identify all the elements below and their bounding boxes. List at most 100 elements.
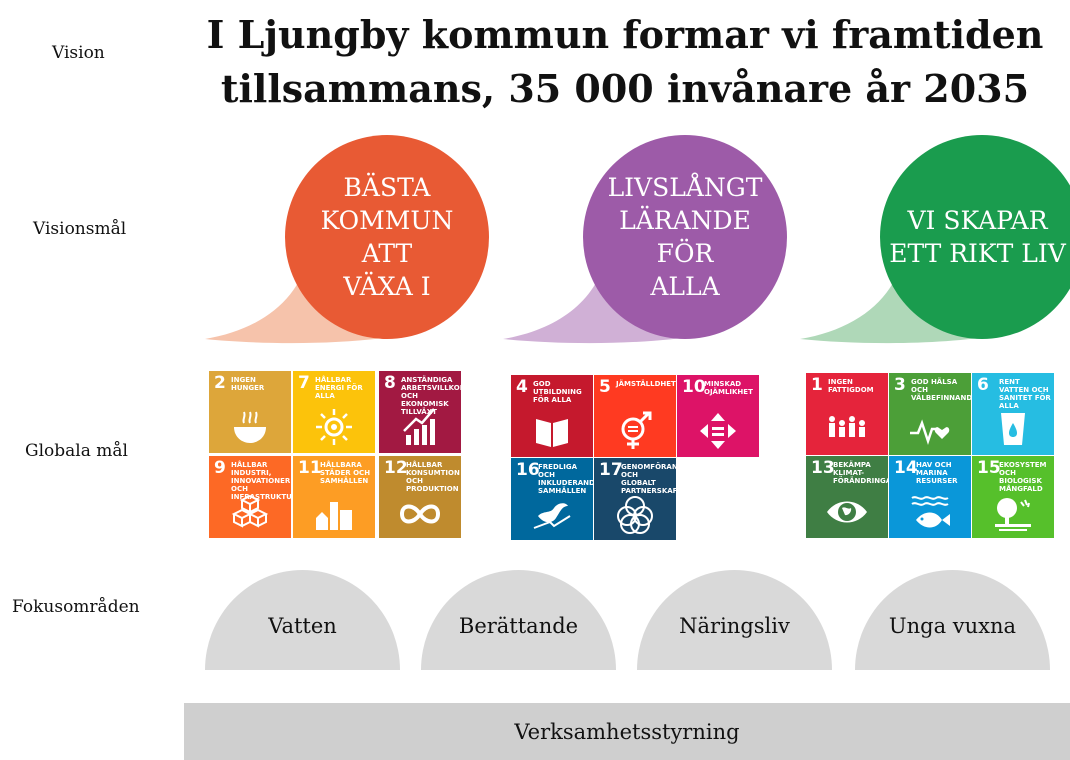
row-label-vision: Vision	[52, 43, 105, 63]
verksamhetsstyrning-bar: Verksamhetsstyrning	[184, 703, 1070, 760]
sdg-number: 15	[977, 458, 1001, 478]
focus-area-vatten: Vatten	[205, 570, 400, 670]
sdg-label: Hållbara städer och samhällen	[320, 461, 371, 485]
sdg-tile-14: 14 Hav och marina resurser	[889, 456, 971, 538]
book-icon	[536, 419, 568, 447]
focus-area-naringsliv: Näringsliv	[637, 570, 832, 670]
vision-goal-3: VI SKAPAR ETT RIKT LIV	[800, 135, 1070, 345]
reduced-inequality-icon	[700, 413, 736, 449]
dome-shape	[637, 570, 832, 670]
vision-goal-line: KOMMUN ATT	[320, 206, 454, 268]
row-label-globala-mal: Globala mål	[25, 441, 128, 461]
vision-title-line-1: I Ljungby kommun formar vi framtiden	[206, 12, 1044, 57]
gender-equality-icon	[621, 411, 652, 449]
focus-area-label: Näringsliv	[679, 614, 790, 638]
sdg-number: 5	[599, 377, 611, 397]
sdg-number: 12	[384, 458, 408, 478]
heartbeat-icon	[910, 419, 950, 445]
sdg-tile-2: 2 Ingen hunger	[209, 371, 291, 453]
sdg-label: Ingen hunger	[231, 376, 265, 392]
sdg-tile-11: 11 Hållbara städer och samhällen	[293, 456, 375, 538]
eye-earth-icon	[827, 501, 867, 523]
sdg-label: Hållbar industri, innovationer och infra…	[231, 461, 291, 501]
sdg-tile-5: 5 Jämställdhet	[594, 375, 676, 457]
sdg-number: 10	[682, 377, 706, 397]
speech-bubble-shape	[205, 135, 489, 344]
sdg-label: Jämställdhet	[616, 380, 676, 388]
family-icon	[829, 416, 865, 437]
sdg-tile-1: 1 Ingen fattigdom	[806, 373, 888, 455]
sdg-number: 17	[599, 460, 623, 480]
vision-title-line-2: tillsammans, 35 000 invånare år 2035	[220, 66, 1030, 111]
speech-bubble-shape	[503, 135, 787, 344]
vision-goal-line: ALLA	[650, 272, 720, 301]
sdg-number: 7	[298, 373, 310, 393]
sdg-label: Bekämpa klimat-förändringarna	[833, 461, 888, 485]
sdg-tile-13: 13 Bekämpa klimat-förändringarna	[806, 456, 888, 538]
sdg-label: Hav och marina resurser	[916, 461, 958, 485]
vision-goal-line: LIVSLÅNGT	[607, 173, 763, 202]
sdg-number: 3	[894, 375, 906, 395]
focus-area-berattande: Berättande	[421, 570, 616, 670]
sdg-label: Rent vatten och sanitet för alla	[999, 378, 1051, 410]
sdg-number: 11	[298, 458, 322, 478]
sdg-label: Ingen fattigdom	[828, 378, 874, 394]
sdg-label: Genomförande och globalt partnerskap	[621, 463, 676, 495]
vision-goal-line: ETT RIKT LIV	[889, 239, 1066, 268]
sdg-number: 1	[811, 375, 823, 395]
sdg-tile-15: 15 Ekosystem och biologisk mångfald	[972, 456, 1054, 538]
sdg-tile-6: 6 Rent vatten och sanitet för alla	[972, 373, 1054, 455]
city-icon	[316, 502, 352, 530]
sdg-label: God hälsa och välbefinnande	[911, 378, 971, 402]
cubes-icon	[231, 494, 269, 528]
sdg-number: 4	[516, 377, 528, 397]
bowl-icon	[234, 411, 266, 443]
sdg-number: 14	[894, 458, 918, 478]
sdg-tile-4: 4 God utbildning för alla	[511, 375, 593, 457]
sdg-tile-8: 8 Anständiga arbetsvillkor och ekonomisk…	[379, 371, 461, 453]
infinity-icon	[400, 504, 440, 524]
sun-icon	[316, 409, 352, 445]
focus-area-label: Vatten	[268, 614, 337, 638]
sdg-label: Fredliga och inkluderande samhällen	[538, 463, 593, 495]
vision-goal-line: BÄSTA	[343, 173, 431, 202]
sdg-label: Anständiga arbetsvillkor och ekonomisk t…	[401, 376, 461, 416]
focus-area-unga-vuxna: Unga vuxna	[855, 570, 1050, 670]
sdg-number: 16	[516, 460, 540, 480]
sdg-number: 13	[811, 458, 835, 478]
sdg-tile-9: 9 Hållbar industri, innovationer och inf…	[209, 456, 291, 538]
row-label-visionsmal: Visionsmål	[33, 219, 127, 239]
tree-icon	[995, 498, 1031, 531]
focus-area-label: Unga vuxna	[888, 614, 1017, 638]
vision-goal-1: BÄSTA KOMMUN ATT VÄXA I	[205, 135, 495, 345]
vision-goal-line: LÄRANDE FÖR	[619, 206, 751, 268]
sdg-tile-3: 3 God hälsa och välbefinnande	[889, 373, 971, 455]
focus-area-label: Berättande	[458, 614, 579, 638]
sdg-tile-7: 7 Hållbar energi för alla	[293, 371, 375, 453]
growth-chart-icon	[403, 408, 435, 445]
sdg-label: Hållbar energi för alla	[315, 376, 363, 400]
sdg-tile-10: 10 Minskad ojämlikhet	[677, 375, 759, 457]
sdg-label: God utbildning för alla	[533, 380, 582, 404]
water-glass-icon	[1001, 413, 1025, 445]
dome-shape	[855, 570, 1050, 670]
rings-icon	[617, 496, 653, 534]
sdg-number: 9	[214, 458, 226, 478]
sdg-tile-16: 16 Fredliga och inkluderande samhällen	[511, 458, 593, 540]
dome-shape	[205, 570, 400, 670]
fish-icon	[911, 496, 950, 528]
row-label-fokusomraden: Fokusområden	[12, 597, 140, 617]
speech-bubble-shape	[800, 135, 1070, 344]
dove-icon	[533, 503, 571, 529]
sdg-tile-12: 12 Hållbar konsumtion och produktion	[379, 456, 461, 538]
sdg-label: Ekosystem och biologisk mångfald	[999, 461, 1047, 493]
dome-shape	[421, 570, 616, 670]
sdg-number: 2	[214, 373, 226, 393]
sdg-label: Minskad ojämlikhet	[704, 380, 753, 396]
vision-goal-line: VI SKAPAR	[907, 206, 1048, 235]
sdg-number: 6	[977, 375, 989, 395]
sdg-tile-17: 17 Genomförande och globalt partnerskap	[594, 458, 676, 540]
sdg-label: Hållbar konsumtion och produktion	[406, 461, 460, 493]
vision-goal-2: LIVSLÅNGT LÄRANDE FÖR ALLA	[503, 135, 793, 345]
sdg-number: 8	[384, 373, 396, 393]
